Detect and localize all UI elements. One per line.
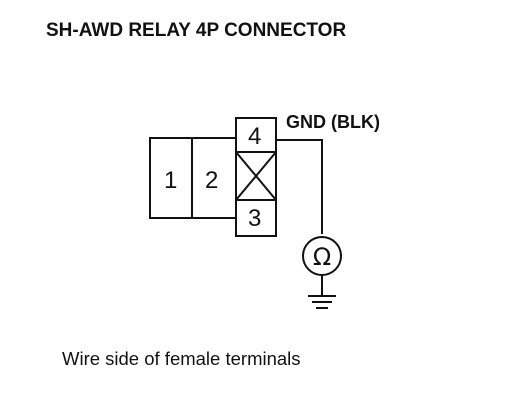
pin-2-label: 2 xyxy=(205,167,218,194)
gnd-label: GND (BLK) xyxy=(286,112,380,132)
diagram-caption: Wire side of female terminals xyxy=(62,348,301,369)
pin-3-cavity xyxy=(235,199,277,237)
ground-icon xyxy=(308,295,336,309)
probe-wire xyxy=(276,139,323,234)
empty-cavity-cross-b xyxy=(235,151,277,201)
ohm-symbol: Ω xyxy=(313,243,331,271)
diagram-title: SH-AWD RELAY 4P CONNECTOR xyxy=(46,20,347,41)
pin-4-label: 4 xyxy=(248,123,261,150)
pin-1-label: 1 xyxy=(164,167,177,194)
pin-3-label: 3 xyxy=(248,205,261,232)
